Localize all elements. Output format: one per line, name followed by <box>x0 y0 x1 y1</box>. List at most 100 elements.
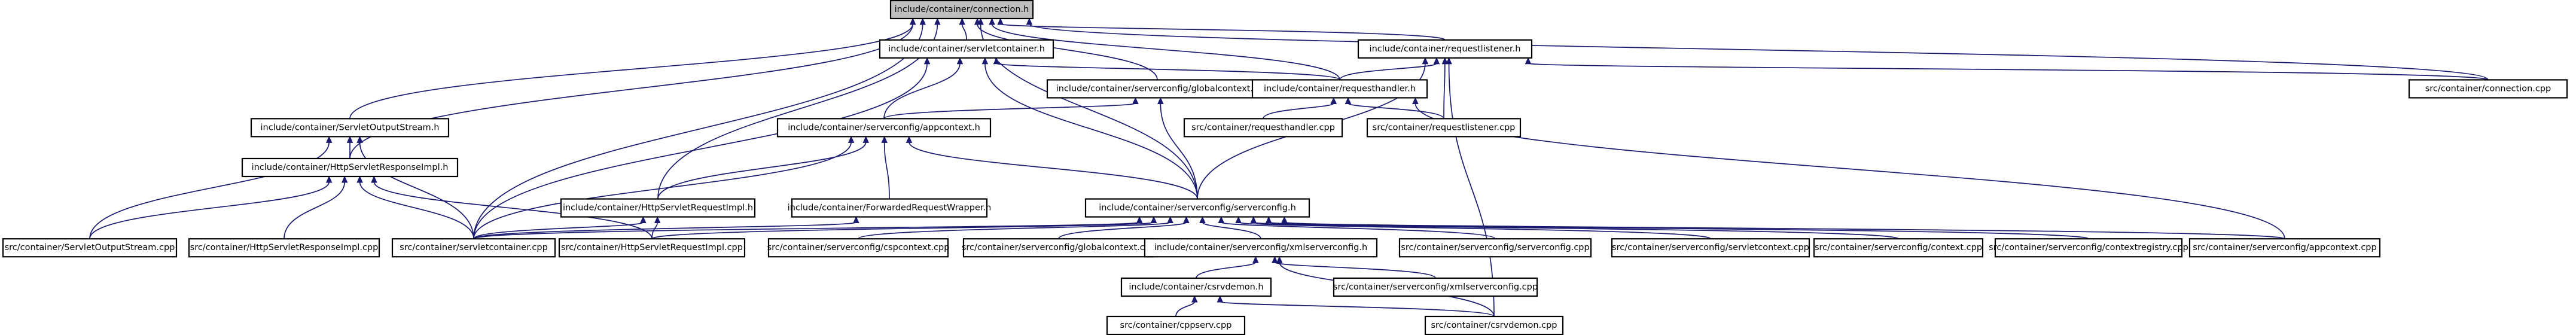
file-node-box <box>1813 238 1984 258</box>
file-node[interactable]: src/container/requesthandler.cpp <box>1183 118 1343 138</box>
arrowhead-icon <box>909 17 916 25</box>
file-node-box <box>1183 118 1343 138</box>
file-node-box <box>1994 238 2183 258</box>
file-node-box <box>2 238 178 258</box>
file-node[interactable]: src/container/serverconfig/globalcontext… <box>962 238 1156 258</box>
arrowhead-icon <box>1250 216 1257 224</box>
file-node-label: src/container/requestlistener.cpp <box>1373 123 1516 132</box>
file-node[interactable]: include/container/requesthandler.h <box>1251 79 1428 99</box>
arrowhead-icon <box>346 136 353 143</box>
arrowhead-icon <box>371 175 377 183</box>
arrowhead-icon <box>1252 256 1259 263</box>
dependency-edge <box>356 136 474 239</box>
arrowhead-icon <box>1265 216 1272 224</box>
dependency-edge <box>1272 256 1436 279</box>
file-node[interactable]: src/container/serverconfig/appcontext.cp… <box>2188 238 2381 258</box>
arrowhead-icon <box>640 216 647 224</box>
dependency-edge <box>1058 216 1190 239</box>
edge-line <box>373 181 653 239</box>
edge-line <box>961 23 967 40</box>
dependency-edge <box>89 175 333 239</box>
file-node-label: include/container/servletcontainer.h <box>888 44 1045 54</box>
file-node[interactable]: src/container/HttpServletResponseImpl.cp… <box>188 238 380 258</box>
file-node[interactable]: include/container/servletcontainer.h <box>879 39 1054 59</box>
file-node[interactable]: src/container/HttpServletRequestImpl.cpp <box>558 238 746 258</box>
file-node[interactable]: include/container/HttpServletResponseImp… <box>241 157 459 178</box>
file-node[interactable]: src/container/serverconfig/servletcontex… <box>1611 238 1810 258</box>
arrowhead-icon <box>1412 97 1419 104</box>
edge-line <box>473 221 857 240</box>
dependency-edge <box>1175 295 1198 317</box>
file-node[interactable]: src/container/serverconfig/serverconfig.… <box>1398 238 1592 258</box>
file-node[interactable]: include/container/serverconfig/appcontex… <box>776 118 992 138</box>
dependency-edge <box>981 57 1198 199</box>
file-node[interactable]: src/container/cppserv.cpp <box>1106 315 1246 335</box>
edge-line <box>1175 301 1196 317</box>
file-node-box <box>791 198 988 218</box>
file-node-label: src/container/csrvdemon.cpp <box>1431 321 1557 330</box>
edge-line <box>473 23 923 239</box>
file-node[interactable]: src/container/csrvdemon.cpp <box>1424 315 1564 335</box>
edge-line <box>473 142 852 239</box>
file-node[interactable]: include/container/serverconfig/xmlserver… <box>1144 238 1378 258</box>
file-node-label: src/container/serverconfig/context.cpp <box>1815 243 1982 252</box>
file-node[interactable]: include/container/HttpServletRequestImpl… <box>560 198 756 218</box>
file-node[interactable]: include/container/ForwardedRequestWrappe… <box>788 198 992 218</box>
file-node[interactable]: src/container/serverconfig/cspcontext.cp… <box>767 238 950 258</box>
edge-line <box>883 142 890 199</box>
arrowhead-icon <box>325 136 333 143</box>
arrowhead-icon <box>1330 97 1337 104</box>
file-node[interactable]: include/container/serverconfig/globalcon… <box>1046 79 1269 99</box>
file-node-box <box>558 238 746 258</box>
edge-line <box>1414 103 2285 239</box>
edge-line <box>1268 221 2089 240</box>
dependency-edge <box>883 57 964 119</box>
file-node-label: src/container/serverconfig/cspcontext.cp… <box>767 243 950 252</box>
file-node[interactable]: src/container/requestlistener.cpp <box>1366 118 1522 138</box>
arrowhead-icon <box>862 136 870 143</box>
file-node[interactable]: src/container/serverconfig/xmlserverconf… <box>1333 277 1538 297</box>
file-node[interactable]: src/container/servletcontainer.cpp <box>391 238 556 258</box>
file-node-box <box>1357 39 1533 59</box>
arrowhead-icon <box>1281 216 1288 224</box>
edge-line <box>89 142 330 239</box>
dependency-edge <box>1345 97 1444 119</box>
file-node-box <box>560 198 756 218</box>
file-node-box <box>1366 118 1522 138</box>
dependency-edge <box>1026 17 2489 81</box>
file-node-label: src/container/HttpServletResponseImpl.cp… <box>190 243 379 252</box>
arrowhead-icon <box>956 57 964 65</box>
edge-line <box>858 221 1171 240</box>
edge-line <box>349 23 914 159</box>
dependency-edge <box>959 17 967 40</box>
edge-line <box>1219 301 1495 317</box>
file-node[interactable]: include/container/serverconfig/servercon… <box>1084 198 1310 218</box>
file-node-box <box>767 238 949 258</box>
file-node-box <box>962 238 1155 258</box>
file-node[interactable]: include/container/ServletOutputStream.h <box>250 118 450 138</box>
file-node[interactable]: include/container/csrvdemon.h <box>1120 277 1272 297</box>
arrowhead-icon <box>1136 216 1143 224</box>
file-node[interactable]: include/container/requestlistener.h <box>1357 39 1533 59</box>
file-node[interactable]: src/container/ServletOutputStream.cpp <box>2 238 178 258</box>
dependency-edge <box>1263 97 1337 119</box>
edge-line <box>473 221 1141 240</box>
edge-line <box>883 63 961 119</box>
dependency-edge <box>349 17 916 119</box>
arrowhead-icon <box>1441 57 1449 65</box>
dependency-edge <box>1441 57 1449 119</box>
file-node-box <box>1398 238 1592 258</box>
file-node[interactable]: src/container/serverconfig/contextregist… <box>1989 238 2188 258</box>
file-node-label: include/container/ForwardedRequestWrappe… <box>788 203 992 213</box>
file-node-label: include/container/HttpServletResponseImp… <box>252 163 449 172</box>
file-node-label: src/container/serverconfig/contextregist… <box>1989 243 2188 252</box>
file-node-label: include/container/serverconfig/appcontex… <box>788 123 980 132</box>
file-node[interactable]: src/container/connection.cpp <box>2408 79 2568 99</box>
file-node[interactable]: src/container/serverconfig/context.cpp <box>1813 238 1984 258</box>
file-node[interactable]: include/container/connection.h <box>889 0 1034 20</box>
file-node-box <box>188 238 380 258</box>
file-node-label: src/container/ServletOutputStream.cpp <box>5 243 175 252</box>
dependency-edge <box>473 17 926 239</box>
dependency-edge <box>89 136 333 239</box>
